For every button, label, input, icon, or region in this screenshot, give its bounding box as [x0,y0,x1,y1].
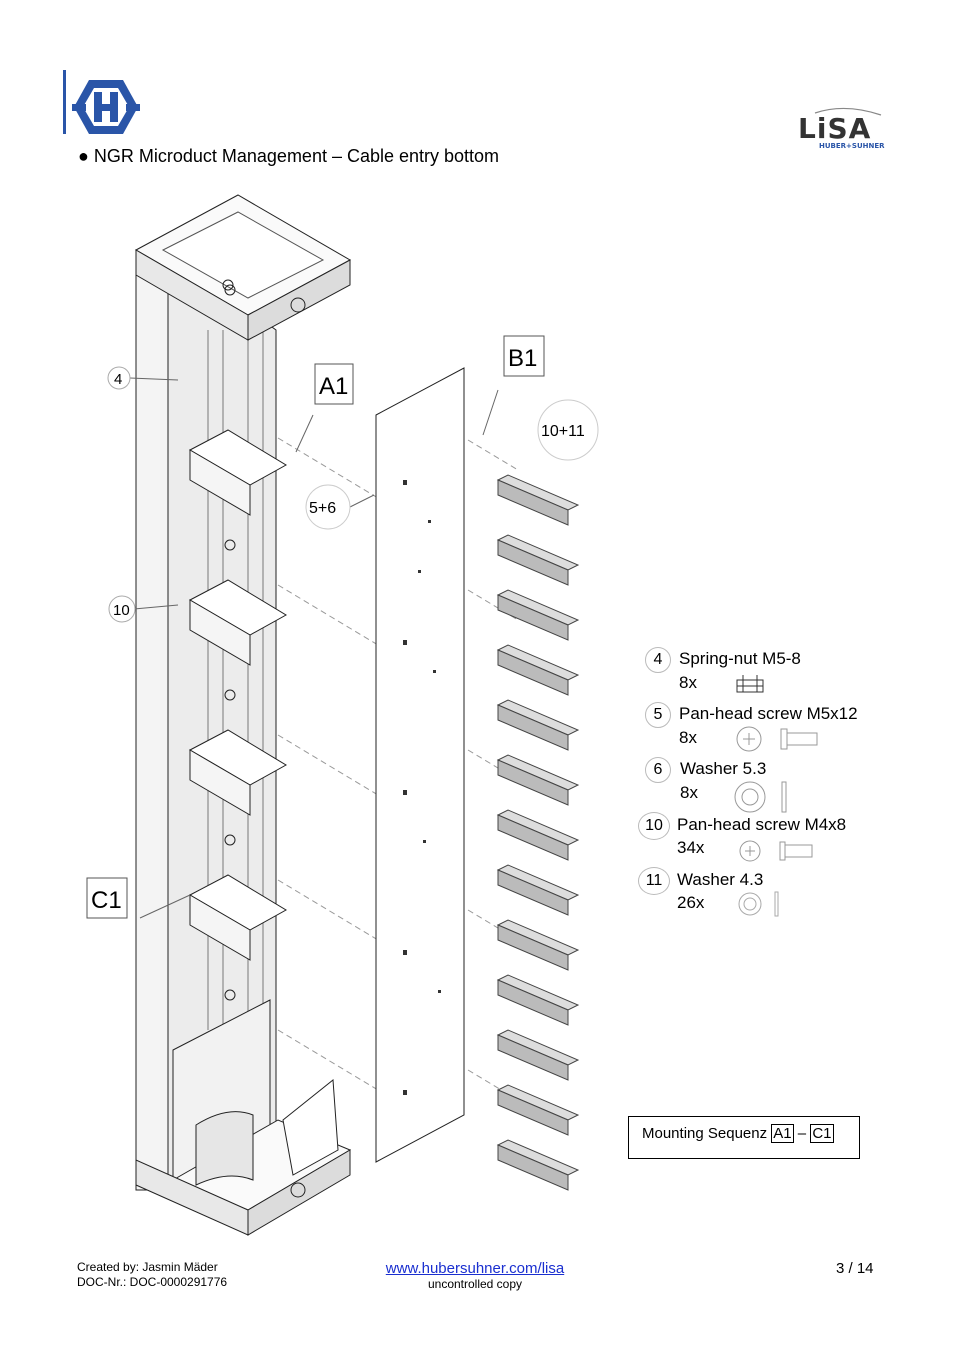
assembly-drawing: A1 B1 C1 4 10 5+6 10+11 [86,194,599,1236]
part-number-badge: 11 [638,867,670,895]
lisa-logo-text: LiSA [798,112,871,145]
callout-A1: A1 [314,363,354,405]
part-qty: 26x [677,893,705,912]
washer-icon [734,781,787,813]
doc-number: DOC-Nr.: DOC-0000291776 [77,1275,228,1289]
part-qty: 8x [679,728,697,747]
washer-icon [738,891,779,917]
callout-10-11: 10+11 [537,399,599,461]
spring-nut-icon [736,675,764,693]
part-number-badge: 10 [638,812,670,840]
callout-10: 10 [108,595,136,623]
callout-leaders [129,377,499,919]
svg-text:A1: A1 [319,373,348,400]
uncontrolled-copy-note: uncontrolled copy [427,1277,523,1291]
screw-icon [739,840,813,862]
logo-divider-bar [63,70,66,134]
part-name: Pan-head screw M5x12 [679,704,858,723]
part-qty: 34x [677,838,705,857]
mounting-panel [375,367,465,1163]
footer-link-block: www.hubersuhner.com/lisa uncontrolled co… [330,1260,620,1291]
page-number: 3 / 14 [836,1260,874,1277]
callout-B1: B1 [503,335,545,377]
page-title: ● NGR Microduct Management – Cable entry… [78,146,500,166]
lisa-logo: LiSA HUBER+SUHNER [795,105,887,151]
website-link[interactable]: www.hubersuhner.com/lisa [385,1260,565,1277]
svg-text:4: 4 [114,371,122,388]
svg-text:5+6: 5+6 [309,500,336,517]
svg-text:B1: B1 [508,345,537,372]
rack-column [134,194,352,1236]
part-number-badge: 6 [645,757,671,783]
part-name: Spring-nut M5-8 [679,649,801,668]
part-qty: 8x [680,783,698,802]
screw-icon [736,726,818,752]
sequence-dash: – [797,1125,807,1142]
huber-suhner-logo [72,80,140,134]
svg-text:C1: C1 [91,887,122,914]
callout-4: 4 [107,366,131,390]
mounting-sequence-box: Mounting Sequenz A1 – C1 [628,1116,860,1159]
connector-modules [496,474,580,1191]
lisa-logo-subtext: HUBER+SUHNER [819,142,885,150]
callout-C1: C1 [86,877,128,919]
part-name: Pan-head screw M4x8 [677,815,847,834]
created-by: Created by: Jasmin Mäder [77,1260,218,1274]
part-name: Washer 5.3 [680,759,767,778]
sequence-label: Mounting Sequenz [642,1125,768,1142]
svg-text:10+11: 10+11 [541,423,585,440]
part-name: Washer 4.3 [677,870,764,889]
callout-5-6: 5+6 [305,484,351,530]
part-number-badge: 5 [645,702,671,728]
sequence-from: A1 [771,1124,794,1143]
part-number-badge: 4 [645,647,671,673]
sequence-to: C1 [810,1124,834,1143]
footer-author-block: Created by: Jasmin Mäder DOC-Nr.: DOC-00… [77,1260,227,1290]
part-qty: 8x [679,673,697,692]
svg-text:10: 10 [113,602,130,619]
